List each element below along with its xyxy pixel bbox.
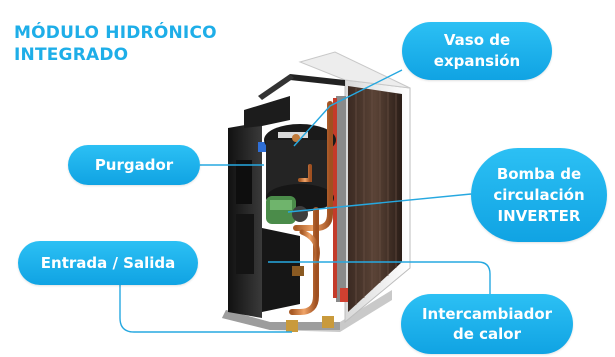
top-frame	[258, 74, 346, 302]
base-tray	[222, 290, 392, 332]
control-cabinet	[228, 96, 290, 318]
label-purgador-text: Purgador	[94, 155, 174, 174]
diagram-title: MÓDULO HIDRÓNICO INTEGRADO	[14, 22, 244, 66]
leader-lines	[119, 69, 491, 333]
circulation-pump	[266, 196, 308, 224]
heat-exchanger-coil	[348, 86, 402, 312]
label-bomba-line-3: INVERTER	[497, 206, 581, 225]
label-vaso-line-1: Vaso de	[443, 31, 511, 49]
leader-line-entrada	[119, 285, 292, 333]
label-intercambiador-line-1: Intercambiador	[421, 305, 553, 323]
label-entrada-salida: Entrada / Salida	[18, 241, 198, 285]
label-entrada-text: Entrada / Salida	[40, 253, 176, 272]
label-vaso-de-expansion: Vaso de expansión	[402, 22, 552, 80]
leader-line-vaso	[293, 69, 403, 147]
label-bomba-line-2: circulación	[493, 185, 585, 204]
label-bomba-line-1: Bomba de	[496, 164, 582, 183]
leader-line-intercambiador	[268, 261, 491, 294]
label-intercambiador-de-calor: Intercambiador de calor	[401, 294, 573, 354]
title-line-1: MÓDULO HIDRÓNICO	[14, 23, 217, 43]
copper-pipes	[289, 101, 333, 315]
label-bomba-de-circulacion: Bomba de circulación INVERTER	[471, 148, 607, 242]
label-purgador: Purgador	[68, 145, 200, 185]
label-vaso-line-2: expansión	[433, 52, 521, 70]
title-line-2: INTEGRADO	[14, 45, 129, 65]
leader-line-bomba	[287, 193, 472, 213]
inlet-outlet-assembly	[262, 228, 348, 332]
label-intercambiador-line-2: de calor	[453, 325, 521, 343]
